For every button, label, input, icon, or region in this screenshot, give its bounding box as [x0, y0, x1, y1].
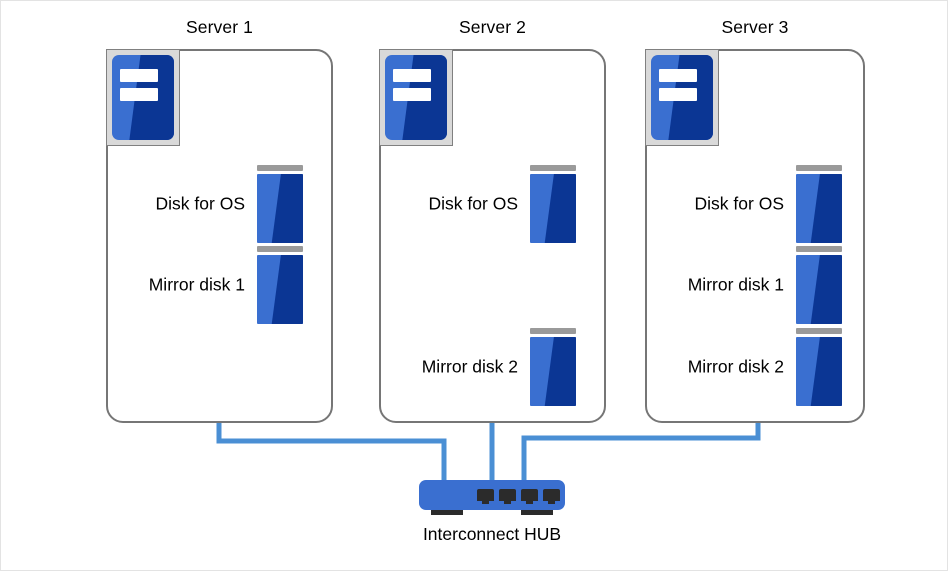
disk-row: Disk for OS — [156, 165, 303, 243]
server-icon-bar-2 — [659, 88, 698, 101]
disk-cap — [796, 165, 842, 171]
disk-icon — [796, 328, 842, 406]
disk-cap — [530, 165, 576, 171]
disk-icon — [530, 165, 576, 243]
disk-body — [530, 174, 576, 243]
server-icon-bar-1 — [393, 69, 432, 83]
server-title: Server 1 — [186, 17, 253, 37]
disk-row: Disk for OS — [695, 165, 842, 243]
server-icon-body — [112, 55, 174, 140]
disk-cap — [530, 328, 576, 334]
disk-icon — [796, 165, 842, 243]
server-title: Server 2 — [459, 17, 526, 37]
disk-row: Disk for OS — [429, 165, 576, 243]
disk-body — [796, 337, 842, 406]
server-icon-body — [385, 55, 447, 140]
disk-cap — [257, 165, 303, 171]
hub-port-1[interactable] — [477, 489, 494, 504]
server-icon-bar-1 — [120, 69, 159, 83]
server-group-3: Server 3 Disk for OS Mirror disk 1 — [645, 17, 865, 423]
server-icon-bar-2 — [120, 88, 159, 101]
disk-icon — [530, 328, 576, 406]
disk-body — [796, 174, 842, 243]
disk-body — [257, 174, 303, 243]
disk-label: Mirror disk 1 — [148, 274, 245, 295]
server-icon — [645, 49, 719, 146]
hub-port-2[interactable] — [499, 489, 516, 504]
disk-label: Disk for OS — [155, 193, 245, 214]
disk-row: Mirror disk 2 — [422, 328, 576, 406]
disk-icon — [796, 246, 842, 324]
hub-foot-left — [431, 508, 463, 515]
server-icon-body — [651, 55, 713, 140]
disk-label: Mirror disk 1 — [687, 274, 784, 295]
disk-cap — [796, 328, 842, 334]
hub-foot-right — [521, 508, 553, 515]
server-box[interactable]: Disk for OS Mirror disk 1 Mirror disk 2 — [645, 49, 865, 423]
server-icon — [106, 49, 180, 146]
disk-label: Disk for OS — [428, 193, 518, 214]
disk-label: Mirror disk 2 — [421, 356, 518, 377]
disk-cap — [257, 246, 303, 252]
server-group-2: Server 2 Disk for OS Mirror disk 2 — [379, 17, 606, 423]
interconnect-hub[interactable]: Interconnect HUB — [419, 480, 565, 555]
disk-icon — [257, 246, 303, 324]
server-icon-bar-1 — [659, 69, 698, 83]
hub-label: Interconnect HUB — [422, 524, 562, 544]
disk-label: Mirror disk 2 — [687, 356, 784, 377]
server-title: Server 3 — [721, 17, 789, 37]
disk-body — [796, 255, 842, 324]
disk-icon — [257, 165, 303, 243]
disk-cap — [796, 246, 842, 252]
disk-body — [530, 337, 576, 406]
hub-port-4[interactable] — [543, 489, 560, 504]
server-icon-bar-2 — [393, 88, 432, 101]
disk-row: Mirror disk 2 — [688, 328, 842, 406]
disk-label: Disk for OS — [694, 193, 784, 214]
server-box[interactable]: Disk for OS Mirror disk 2 — [379, 49, 606, 423]
disk-row: Mirror disk 1 — [149, 246, 303, 324]
disk-row: Mirror disk 1 — [688, 246, 842, 324]
server-icon — [379, 49, 453, 146]
server-group-1: Server 1 Disk for OS Mirror disk 1 — [106, 17, 333, 423]
server-box[interactable]: Disk for OS Mirror disk 1 — [106, 49, 333, 423]
hub-port-3[interactable] — [521, 489, 538, 504]
disk-body — [257, 255, 303, 324]
